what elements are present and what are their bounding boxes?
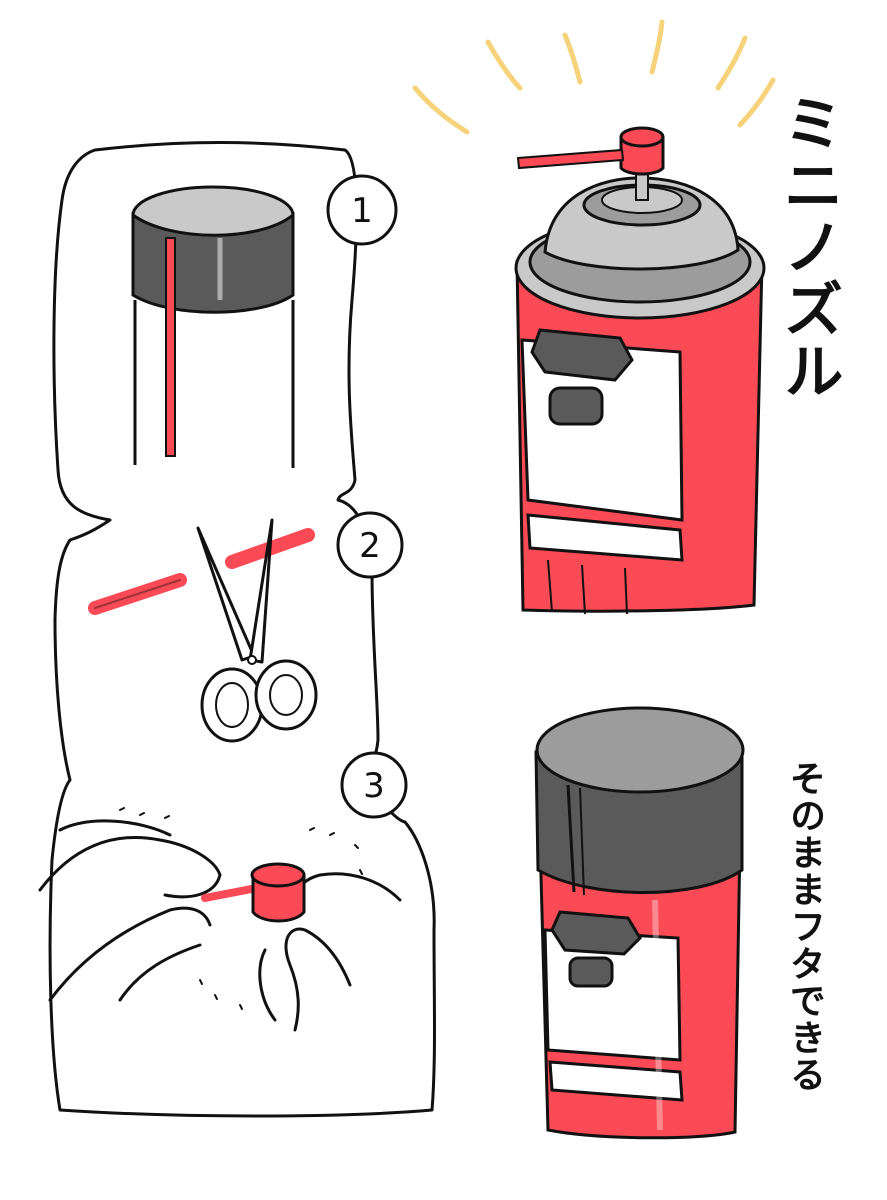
step-2-number: 2	[359, 526, 381, 566]
cap-as-is-label: そのままフタできる	[784, 760, 825, 1093]
step-3-number: 3	[363, 766, 385, 806]
step-1-can	[131, 185, 295, 468]
can-with-nozzle	[514, 126, 766, 615]
step-1-number: 1	[351, 191, 373, 231]
step-3-nozzle-cap	[201, 862, 306, 923]
step-2-scissors	[88, 518, 318, 743]
step-3-hands	[38, 807, 402, 1032]
step-1-badge: 1	[326, 174, 398, 246]
can-with-cap	[534, 706, 745, 1140]
step-3-badge: 3	[340, 751, 408, 819]
mini-nozzle-label: ミニノズル	[773, 92, 843, 402]
step-2-badge: 2	[336, 511, 404, 579]
sparkle-lines	[412, 19, 776, 135]
